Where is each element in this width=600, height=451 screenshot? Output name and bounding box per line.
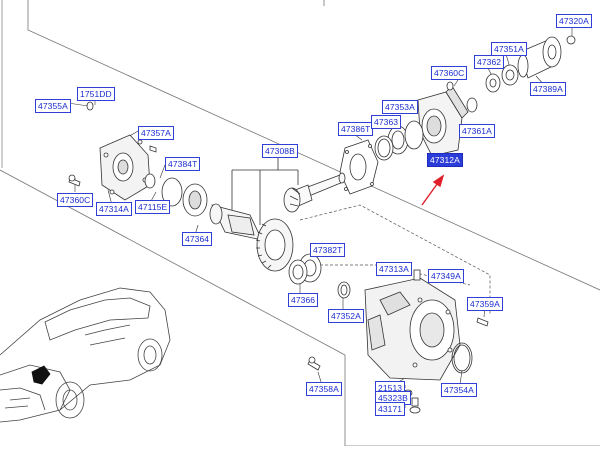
part-label[interactable]: 47364	[182, 232, 213, 246]
part-label[interactable]: 47308B	[262, 144, 298, 158]
part-label[interactable]: 47384T	[165, 157, 201, 171]
part-label[interactable]: 47354A	[441, 383, 477, 397]
part-label[interactable]: 47361A	[459, 124, 495, 138]
part-label[interactable]: 47320A	[556, 14, 592, 28]
part-label[interactable]: 47351A	[491, 42, 527, 56]
part-label[interactable]: 47314A	[96, 202, 132, 216]
part-label[interactable]: 47353A	[382, 100, 418, 114]
highlighted-part-label[interactable]: 47312A	[427, 153, 463, 167]
part-label[interactable]: 47313A	[376, 262, 412, 276]
part-label[interactable]: 47362	[474, 55, 505, 69]
part-label[interactable]: 47349A	[428, 269, 464, 283]
part-label[interactable]: 47360C	[431, 66, 468, 80]
part-label[interactable]: 47389A	[530, 82, 566, 96]
part-label[interactable]: 47115E	[135, 200, 171, 214]
part-label[interactable]: 47382T	[310, 243, 346, 257]
part-label[interactable]: 47386T	[338, 122, 374, 136]
part-label[interactable]: 47359A	[467, 297, 503, 311]
part-label[interactable]: 47358A	[306, 382, 342, 396]
part-label[interactable]: 47355A	[35, 99, 71, 113]
part-label[interactable]: 47360C	[57, 193, 94, 207]
part-label[interactable]: 47357A	[138, 126, 174, 140]
part-label[interactable]: 43171	[375, 402, 406, 416]
part-label[interactable]: 47366	[288, 293, 319, 307]
part-label[interactable]: 1751DD	[77, 87, 115, 101]
part-label[interactable]: 47352A	[328, 309, 364, 323]
part-label[interactable]: 47363	[371, 115, 402, 129]
